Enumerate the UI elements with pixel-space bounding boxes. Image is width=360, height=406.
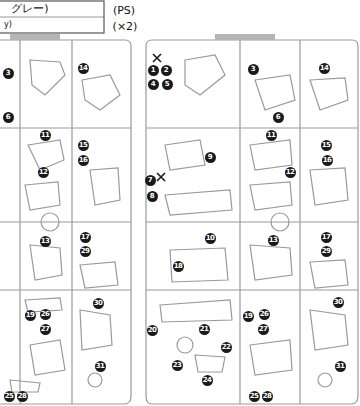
callout-number: 3 <box>248 64 259 75</box>
callout-number: 16 <box>78 155 89 166</box>
callout-number: 9 <box>205 152 216 163</box>
runner-heading: (×2) <box>113 21 138 33</box>
callout-number: 15 <box>78 140 89 151</box>
runner-heading: y) <box>4 21 12 30</box>
runner-heading: グレー) <box>11 3 48 15</box>
callout-number: 25 <box>4 391 15 402</box>
callout-number: 26 <box>259 309 270 320</box>
callout-number: 19 <box>243 311 254 322</box>
callout-number: 11 <box>40 130 51 141</box>
callout-number: 14 <box>319 63 330 74</box>
callout-number: 14 <box>78 63 89 74</box>
callout-number: 8 <box>147 191 158 202</box>
callout-number: 31 <box>95 361 106 372</box>
callout-number: 29 <box>321 246 332 257</box>
callout-number: 3 <box>3 68 14 79</box>
callout-number: 5 <box>162 79 173 90</box>
callout-number: 10 <box>205 233 216 244</box>
callout-number: 19 <box>25 310 36 321</box>
callout-number: 13 <box>268 235 279 246</box>
callout-number: 30 <box>93 298 104 309</box>
callout-number: 16 <box>322 155 333 166</box>
callout-number: 1 <box>148 65 159 76</box>
callout-number: 25 <box>249 391 260 402</box>
callout-number: 12 <box>285 167 296 178</box>
callout-number: 12 <box>38 167 49 178</box>
callout-number: 27 <box>258 324 269 335</box>
callout-number: 23 <box>172 360 183 371</box>
callout-number: 17 <box>321 232 332 243</box>
callout-number: 30 <box>333 297 344 308</box>
callout-number: 7 <box>145 175 156 186</box>
callout-number: 24 <box>202 375 213 386</box>
callout-number: 20 <box>147 325 158 336</box>
callout-number: 15 <box>321 140 332 151</box>
callout-number: 21 <box>199 324 210 335</box>
callout-number: 22 <box>221 342 232 353</box>
runner-heading: (PS) <box>113 5 135 17</box>
callout-number: 26 <box>40 309 51 320</box>
callout-number: 6 <box>273 112 284 123</box>
callout-number: 31 <box>335 361 346 372</box>
callout-number: 27 <box>40 324 51 335</box>
callout-number: 4 <box>148 79 159 90</box>
callout-number: 28 <box>17 391 28 402</box>
callout-number: 6 <box>3 112 14 123</box>
callout-number: 18 <box>173 261 184 272</box>
callout-number: 2 <box>161 65 172 76</box>
callout-number: 13 <box>40 236 51 247</box>
callout-number: 28 <box>262 391 273 402</box>
callout-number: 11 <box>266 130 277 141</box>
callout-number: 17 <box>80 232 91 243</box>
callout-number: 29 <box>80 246 91 257</box>
